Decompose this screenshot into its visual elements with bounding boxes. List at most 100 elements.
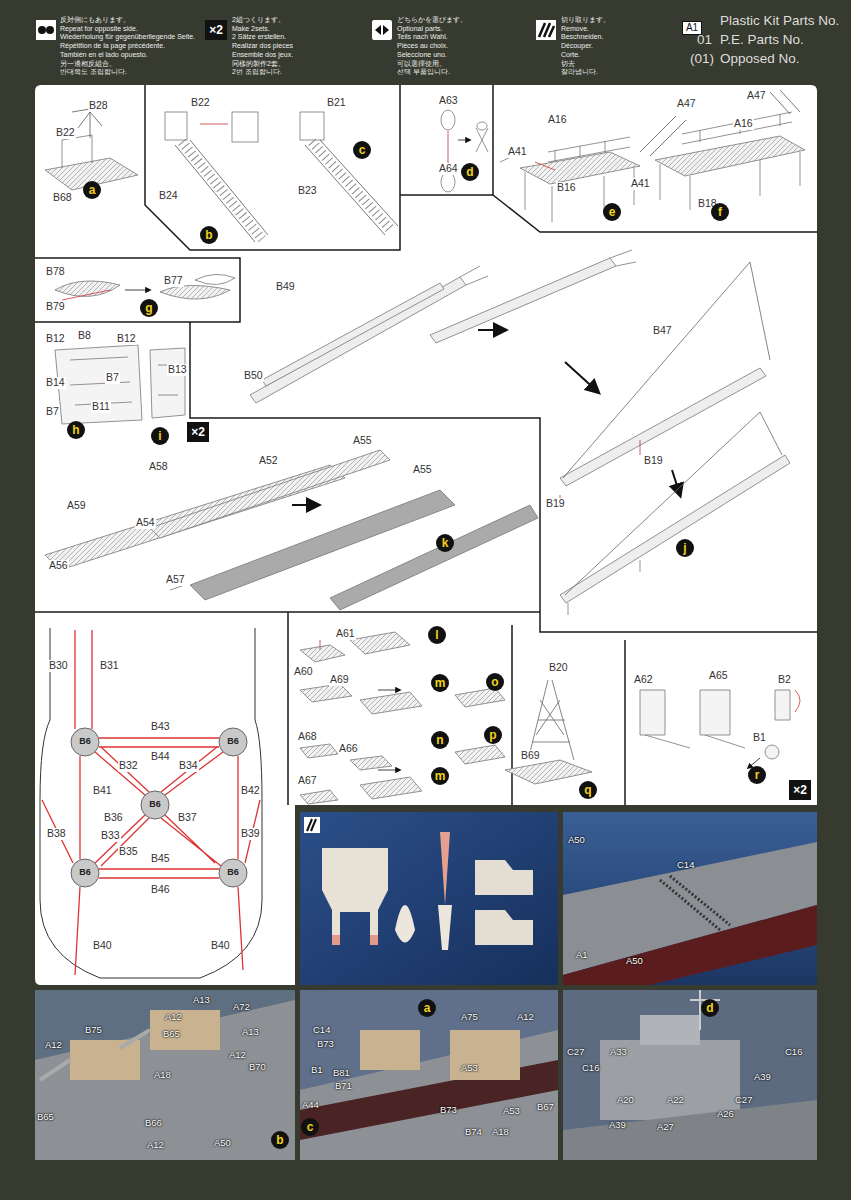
part-label: A61 <box>335 628 356 640</box>
node-text: r <box>755 769 760 781</box>
photo-label: B65 <box>163 1029 180 1039</box>
node-text: l <box>435 629 438 641</box>
header-note: 可以選擇使用。 <box>397 60 446 68</box>
photo-label: A39 <box>609 1120 626 1130</box>
step-circle: k <box>436 534 454 552</box>
header-note: Teils nach Wahl. <box>397 33 448 41</box>
part-label: A52 <box>258 455 279 467</box>
part-label: A59 <box>66 500 87 512</box>
part-label: B40 <box>92 940 113 952</box>
part-label: A55 <box>352 435 373 447</box>
photo-label: B70 <box>249 1062 266 1072</box>
step-circle: l <box>428 626 446 644</box>
node-text: c <box>359 144 366 156</box>
part-label: B40 <box>210 940 231 952</box>
node-text: f <box>718 206 722 218</box>
part-label: B39 <box>240 828 261 840</box>
photo-label: C14 <box>313 1025 330 1035</box>
photo-label: B75 <box>85 1025 102 1035</box>
multiply-box: ×2 <box>789 780 811 800</box>
header-note: 2組つくります。 <box>232 16 285 24</box>
step-circle: c <box>353 141 371 159</box>
header-note: Ensemble dos jeux. <box>232 51 293 59</box>
step-circle: p <box>484 726 502 744</box>
header-note: 2번 조립합니다. <box>232 68 282 76</box>
photo-label: B71 <box>335 1081 352 1091</box>
part-label: B34 <box>178 760 199 772</box>
photo-label: A12 <box>229 1050 246 1060</box>
panel-dividers <box>35 85 817 805</box>
part-label: A55 <box>412 464 433 476</box>
part-label: B22 <box>190 97 211 109</box>
part-label: B19 <box>643 455 664 467</box>
photo-label: C16 <box>785 1047 802 1057</box>
photo-label: C27 <box>567 1047 584 1057</box>
part-label: B68 <box>52 192 73 204</box>
header-note: Découper. <box>561 42 593 50</box>
node-text: m <box>435 677 446 689</box>
part-label: B28 <box>88 100 109 112</box>
photo-label: A12 <box>165 1012 182 1022</box>
node-text: o <box>491 676 498 688</box>
header-note: Beschneiden. <box>561 33 603 41</box>
part-label: B30 <box>48 660 69 672</box>
photo-label: A39 <box>754 1072 771 1082</box>
photo-label: A75 <box>461 1012 478 1022</box>
header-note: Make 2sets. <box>232 25 270 33</box>
photo-label: B73 <box>317 1039 334 1049</box>
part-label: A54 <box>135 517 156 529</box>
part-label: A63 <box>438 95 459 107</box>
header-note: Wiederholung für gegenüberliegende Seite… <box>60 33 195 41</box>
part-label: B33 <box>100 830 121 842</box>
photo-label: A18 <box>154 1070 171 1080</box>
part-label: B6 <box>149 800 161 810</box>
photo-label: B73 <box>440 1105 457 1115</box>
photo-label: A20 <box>617 1095 634 1105</box>
node-text: b <box>276 1134 283 1146</box>
part-no-box: A1 <box>682 21 702 35</box>
part-label: B77 <box>163 275 184 287</box>
node-text: ×2 <box>209 24 223 36</box>
step-circle: o <box>486 673 504 691</box>
platform-drawings <box>300 632 800 804</box>
part-label: B32 <box>118 760 139 772</box>
part-label: B6 <box>227 868 239 878</box>
part-label: B37 <box>177 812 198 824</box>
part-label: B78 <box>45 266 66 278</box>
part-label: B14 <box>45 377 66 389</box>
part-label: B19 <box>545 498 566 510</box>
node-text: h <box>72 424 79 436</box>
header-note: Remove. <box>561 25 589 33</box>
photo-label: A50 <box>214 1138 231 1148</box>
photo-label: A12 <box>147 1140 164 1150</box>
part-label: B24 <box>158 190 179 202</box>
header-note: Répétition de la page précédente. <box>60 42 165 50</box>
step-circle: f <box>711 203 729 221</box>
photo-label: B67 <box>537 1102 554 1112</box>
part-label: A16 <box>547 114 568 126</box>
legend-key: Plastic Kit Parts No. <box>720 14 839 29</box>
white-panel <box>35 85 817 985</box>
header-note: 另一邊相反組合。 <box>60 60 116 68</box>
photo-label: A26 <box>717 1109 734 1119</box>
header-note: Realizar dos pieces <box>232 42 293 50</box>
node-text: A1 <box>686 23 698 33</box>
photo-label: A18 <box>492 1127 509 1137</box>
part-label: B16 <box>556 182 577 194</box>
header-note: 同樣的製作2套。 <box>232 60 285 68</box>
photo-label: A13 <box>193 995 210 1005</box>
part-label: B12 <box>45 333 66 345</box>
header-note: Repeat for opposite side. <box>60 25 138 33</box>
node-text: k <box>442 537 449 549</box>
step-circle: a <box>418 999 436 1017</box>
header-note: 2 Sätze erstellen. <box>232 33 286 41</box>
part-label: B36 <box>103 812 124 824</box>
part-label: B42 <box>240 785 261 797</box>
part-label: A41 <box>507 146 528 158</box>
step-circle: h <box>67 421 85 439</box>
truss-drawings <box>45 450 538 610</box>
photo-label: C14 <box>677 860 694 870</box>
step-circle: n <box>431 731 449 749</box>
part-label: B6 <box>79 868 91 878</box>
